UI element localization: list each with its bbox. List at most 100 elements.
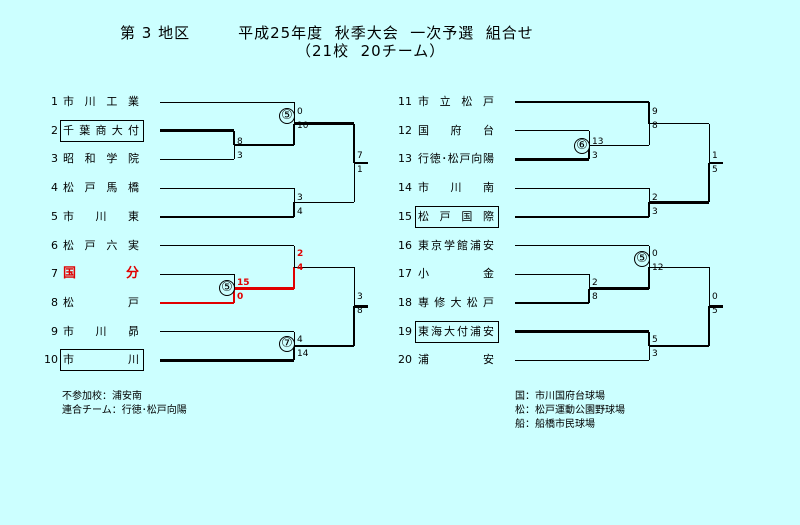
bracket-line xyxy=(292,267,296,289)
bracket-line xyxy=(160,245,294,246)
score-block1-top: 7 xyxy=(357,151,363,161)
team-number: 17 xyxy=(398,267,412,281)
team-number: 14 xyxy=(398,181,412,195)
team-entry: 11 市立松戸 xyxy=(398,94,494,110)
team-number: 20 xyxy=(398,353,412,367)
bracket-line xyxy=(515,330,649,333)
bracket-line xyxy=(293,188,295,203)
bracket-line xyxy=(709,305,723,308)
team-name: 松戸 xyxy=(63,295,139,309)
note-combined-team: 連合チーム：行徳･松戸向陽 xyxy=(62,405,187,416)
team-name: 東京学館浦安 xyxy=(418,238,494,252)
bracket-line xyxy=(160,331,294,333)
bracket-line xyxy=(515,245,649,246)
team-entry: 19 東海大付浦安 xyxy=(398,324,494,340)
bracket-line xyxy=(649,266,709,268)
score-team17: 2 xyxy=(592,278,598,288)
legend-venue-matsudo: 松：松戸運動公園野球場 xyxy=(515,405,625,416)
team-number: 1 xyxy=(51,95,58,108)
bracket-line xyxy=(233,145,235,160)
venue-marker: ⑤ xyxy=(219,280,235,296)
bracket-line xyxy=(294,201,354,203)
team-name: 国分 xyxy=(63,266,139,282)
bracket-line xyxy=(352,306,356,346)
bracket-line xyxy=(354,161,368,165)
score-block2-top: 3 xyxy=(357,292,363,302)
bracket-line xyxy=(708,123,710,163)
score-team16: 0 xyxy=(652,249,658,259)
team-name: 昭和学院 xyxy=(63,152,139,166)
venue-marker: ⑤ xyxy=(279,108,295,124)
score-team2-3: 10 xyxy=(297,121,309,131)
score-team13: 3 xyxy=(592,151,598,161)
bracket-line xyxy=(292,123,296,146)
team-name: 市川工業 xyxy=(63,95,139,108)
bracket-line xyxy=(647,331,651,346)
bracket-line xyxy=(160,158,234,160)
bracket-line xyxy=(649,344,709,348)
bracket-line xyxy=(354,305,368,308)
bracket-line xyxy=(709,161,723,165)
bracket-line xyxy=(647,102,651,124)
bracket-line xyxy=(353,267,355,307)
bracket-line xyxy=(234,143,294,147)
team-name: 国府台 xyxy=(418,123,494,137)
score-team12: 13 xyxy=(592,137,604,147)
bracket-line xyxy=(589,144,649,146)
bracket-line xyxy=(707,306,711,346)
bracket-line xyxy=(515,187,649,189)
team-name: 千葉商大付 xyxy=(63,123,139,137)
page-subtitle: （21校 20チーム） xyxy=(296,42,446,60)
team-name: 市立松戸 xyxy=(418,95,494,108)
bracket-line xyxy=(647,267,651,289)
team-entry: 1 市川工業 xyxy=(51,94,139,110)
team-number: 8 xyxy=(51,295,58,309)
team-number: 3 xyxy=(51,152,58,166)
score-block3-top: 1 xyxy=(712,151,718,161)
score-team1: 0 xyxy=(297,107,303,117)
score-block3-bottom: 5 xyxy=(712,165,718,175)
bracket-line xyxy=(292,345,296,361)
score-team7: 15 xyxy=(237,278,250,288)
bracket-line xyxy=(293,245,295,268)
score-team10: 14 xyxy=(297,349,309,359)
score-team15: 3 xyxy=(652,207,658,217)
bracket-line xyxy=(353,162,355,203)
team-entry: 8 松戸 xyxy=(51,295,139,311)
team-number: 16 xyxy=(398,238,412,252)
team-number: 19 xyxy=(398,324,412,338)
bracket-line xyxy=(515,100,649,104)
bracket-line xyxy=(589,287,649,290)
team-number: 11 xyxy=(398,95,412,108)
score-block4-top: 0 xyxy=(712,292,718,302)
team-entry: 3 昭和学院 xyxy=(51,151,139,167)
team-name: 市川東 xyxy=(63,209,139,223)
team-name: 松戸馬橋 xyxy=(63,181,139,195)
bracket-line xyxy=(160,273,234,275)
score-team11: 9 xyxy=(652,107,658,117)
bracket-line xyxy=(515,359,649,361)
bracket-line xyxy=(647,202,651,217)
bracket-line xyxy=(649,201,709,204)
score-team6: 2 xyxy=(297,249,304,259)
team-number: 10 xyxy=(44,353,58,367)
team-number: 13 xyxy=(398,152,412,166)
bracket-line xyxy=(294,266,354,268)
score-team19: 5 xyxy=(652,335,658,345)
score-team7-8: 4 xyxy=(297,263,304,273)
score-block4-bottom: 5 xyxy=(712,306,718,316)
bracket-line xyxy=(232,288,236,303)
venue-marker: ⑤ xyxy=(634,251,650,267)
team-name: 東海大付浦安 xyxy=(418,324,494,338)
bracket-line xyxy=(292,202,296,217)
legend-venue-kokufudai: 国：市川国府台球場 xyxy=(515,391,605,402)
bracket-line xyxy=(160,129,234,132)
